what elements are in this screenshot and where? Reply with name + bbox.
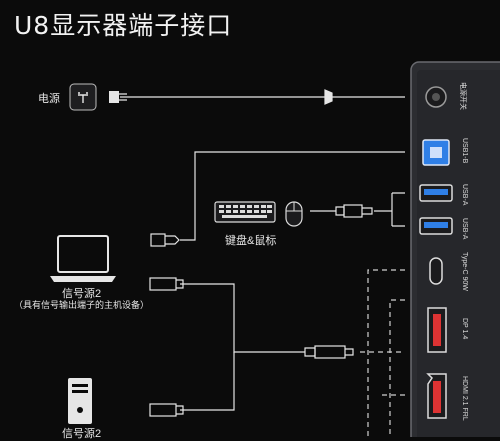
port-label-dp: DP 1.4 [461, 318, 468, 340]
hdmi-port [426, 373, 447, 419]
monitor-port-panel [410, 61, 500, 437]
source1-label: 信号源2 [62, 288, 102, 300]
power-label: 电源 [38, 93, 60, 105]
usb-a-port-1 [419, 184, 453, 202]
port-label-type-c: Type-C 90W [461, 252, 468, 291]
keyboard-icon [214, 201, 276, 223]
power-outlet-icon [69, 83, 97, 111]
pc-tower-icon [68, 378, 92, 424]
port-label-usb-b: USB1-B [461, 138, 468, 164]
dp-port [427, 307, 447, 353]
keyboard-mouse-label: 键盘&鼠标 [225, 235, 277, 247]
source1-sublabel: （具有信号输出端子的主机设备） [14, 300, 150, 310]
keyboard-mouse-cable [310, 192, 405, 227]
mouse-icon [285, 201, 303, 227]
source2-label: 信号源2 [62, 428, 102, 440]
laptop-icon [50, 235, 116, 282]
port-label-power: 电源开关 [459, 82, 466, 110]
port-label-usb-a-1: USB-A [461, 184, 468, 206]
dashed-guides [360, 269, 405, 437]
power-cable [109, 89, 405, 105]
power-switch-port [425, 86, 447, 108]
usb-b-port [422, 139, 450, 166]
type-c-port [429, 257, 443, 285]
usb-b-cable [150, 151, 405, 247]
port-label-usb-a-2: USB-A [461, 218, 468, 240]
video-cables [149, 277, 354, 417]
page-title: U8显示器端子接口 [14, 11, 233, 40]
port-label-hdmi: HDMI 2.1 FRL [461, 376, 468, 421]
usb-a-port-2 [419, 217, 453, 235]
